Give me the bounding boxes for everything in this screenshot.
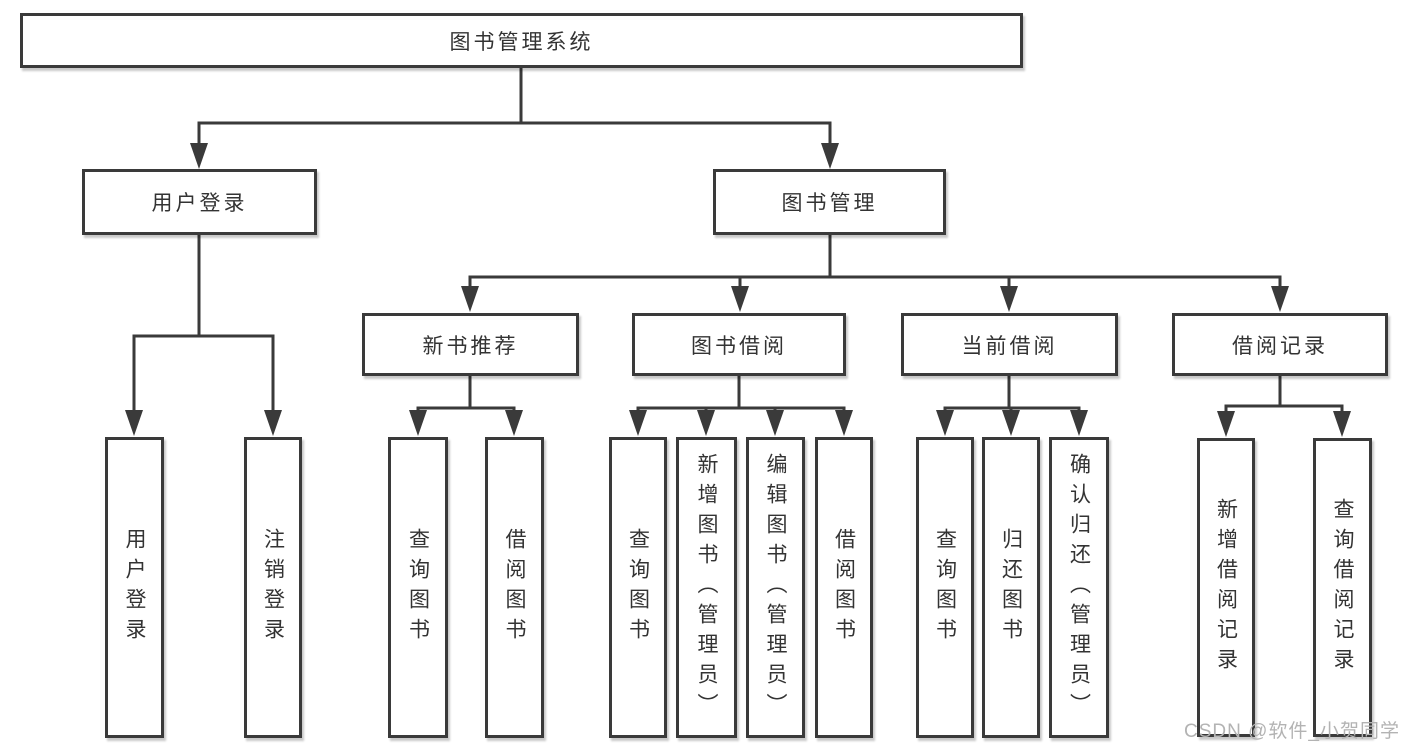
node-label: 借阅记录: [1232, 334, 1328, 358]
node-label: 用户登录: [151, 192, 248, 215]
node-label: 用户登录: [123, 527, 146, 648]
node-label: 图书管理系统: [449, 30, 594, 54]
node-leaf-confirm-return-admin: 确认归还（管理员）: [1049, 437, 1109, 738]
node-leaf-query-books-borrowing: 查询图书: [609, 437, 667, 738]
node-borrowing-records: 借阅记录: [1172, 313, 1388, 376]
node-label: 编辑图书（管理员）: [764, 452, 787, 723]
node-label: 图书借阅: [691, 334, 787, 358]
node-label: 归还图书: [999, 527, 1023, 648]
node-leaf-logout: 注销登录: [244, 437, 302, 738]
node-label: 确认归还（管理员）: [1067, 452, 1091, 723]
node-label: 查询图书: [933, 527, 957, 648]
node-leaf-query-books-recommend: 查询图书: [388, 437, 448, 738]
node-label: 查询图书: [406, 527, 430, 648]
node-user-login: 用户登录: [82, 169, 317, 235]
node-book-management-system: 图书管理系统: [20, 13, 1023, 68]
node-leaf-borrow-books-recommend: 借阅图书: [485, 437, 544, 738]
node-label: 图书管理: [781, 192, 878, 215]
node-new-book-recommend: 新书推荐: [362, 313, 579, 376]
node-label: 注销登录: [261, 527, 285, 648]
node-leaf-add-books-admin: 新增图书（管理员）: [676, 437, 737, 738]
watermark: CSDN @软件_小贺同学: [1184, 721, 1400, 742]
node-leaf-user-login: 用户登录: [105, 437, 164, 738]
node-label: 查询图书: [626, 527, 650, 648]
node-book-management: 图书管理: [713, 169, 946, 235]
node-label: 借阅图书: [832, 527, 856, 648]
node-label: 新增借阅记录: [1214, 497, 1238, 678]
node-leaf-return-books: 归还图书: [982, 437, 1040, 738]
node-label: 当前借阅: [961, 334, 1058, 358]
node-current-borrowing: 当前借阅: [901, 313, 1118, 376]
node-leaf-borrow-books-borrowing: 借阅图书: [815, 437, 873, 738]
node-book-borrowing: 图书借阅: [632, 313, 846, 376]
node-label: 新书推荐: [422, 334, 519, 358]
node-leaf-edit-books-admin: 编辑图书（管理员）: [746, 437, 805, 738]
node-label: 查询借阅记录: [1331, 497, 1354, 678]
node-label: 借阅图书: [503, 527, 526, 648]
node-label: 新增图书（管理员）: [695, 452, 718, 723]
node-leaf-query-books-current: 查询图书: [916, 437, 974, 738]
node-leaf-add-borrow-record: 新增借阅记录: [1197, 438, 1255, 737]
node-leaf-query-borrow-record: 查询借阅记录: [1313, 438, 1372, 737]
